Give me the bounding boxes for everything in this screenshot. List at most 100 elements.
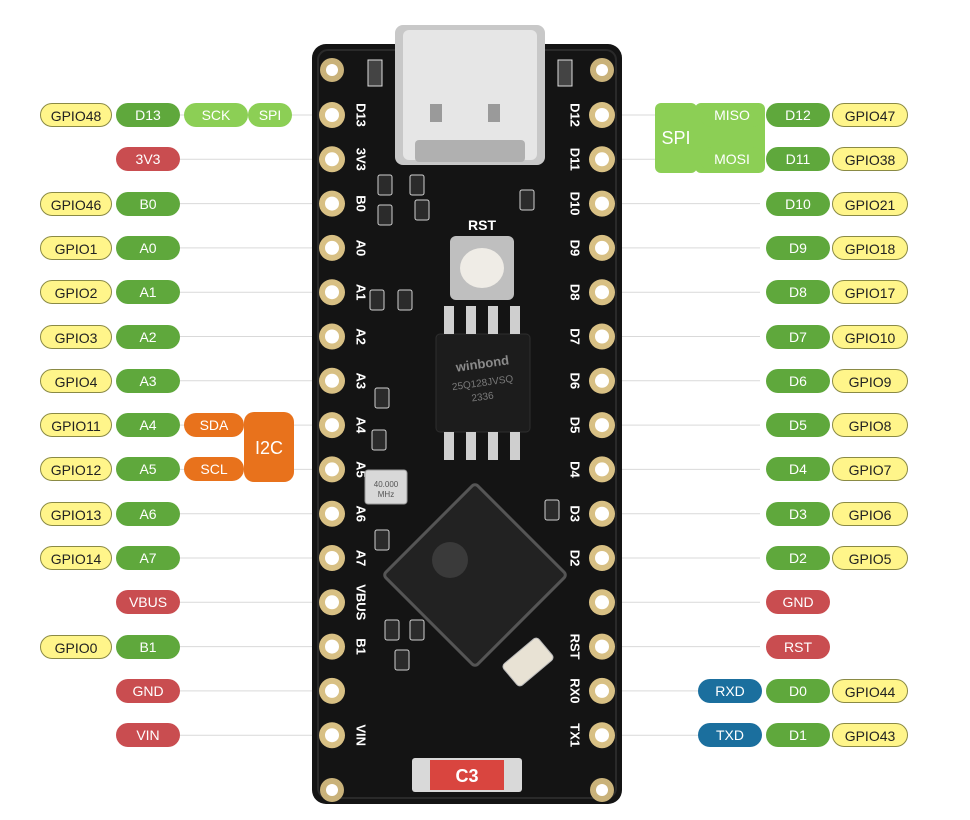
pin-digital-label: A3	[116, 368, 180, 393]
pin-gpio-label: GPIO4	[40, 368, 112, 393]
reset-button	[460, 248, 504, 288]
silk-label-right: D6	[568, 372, 583, 389]
pin-digital-label: D0	[766, 678, 830, 703]
flash-pin	[510, 432, 520, 460]
header-pad-hole	[595, 728, 609, 743]
flash-pin	[466, 306, 476, 334]
pin-digital-label: D10	[766, 191, 830, 216]
pin-digital-label: D9	[766, 235, 830, 260]
spi-group-label: SPI	[661, 128, 690, 148]
flash-chip	[435, 333, 531, 433]
header-pad-hole	[595, 639, 609, 654]
silk-label-left: A6	[354, 505, 369, 522]
header-pad-hole	[325, 373, 339, 388]
pin-digital-label: B1	[116, 634, 180, 659]
flash-code: 2336	[471, 390, 495, 404]
header-pad-hole	[595, 506, 609, 521]
silk-label-left: VIN	[354, 724, 369, 746]
smd-component	[409, 619, 425, 641]
header-pad-hole	[325, 462, 339, 477]
header-pad-hole	[595, 462, 609, 477]
espressif-logo	[432, 542, 468, 578]
flash-pin	[488, 432, 498, 460]
pin-power-label: GND	[116, 678, 180, 703]
silk-label-left: 3V3	[354, 148, 369, 171]
pin-gpio-label: GPIO5	[832, 546, 908, 570]
led	[557, 59, 573, 87]
header-pad-hole	[325, 196, 339, 211]
pin-digital-label: D8	[766, 280, 830, 305]
header-pad-hole	[325, 683, 339, 698]
silk-label-left: A1	[354, 284, 369, 301]
pin-digital-label: A7	[116, 546, 180, 570]
pin-digital-label: D2	[766, 546, 830, 570]
header-pad-hole	[595, 683, 609, 698]
silk-label-left: A7	[354, 550, 369, 567]
pin-digital-label: D4	[766, 457, 830, 482]
pin-gpio-label: GPIO21	[832, 191, 908, 216]
header-pad-hole	[325, 285, 339, 300]
silk-label-right: D4	[568, 461, 583, 478]
header-pad-hole	[595, 240, 609, 255]
mounting-hole-center	[326, 784, 338, 796]
pin-power-label: GND	[766, 590, 830, 615]
header-pad-hole	[595, 152, 609, 167]
pin-gpio-label: GPIO3	[40, 324, 112, 349]
pin-digital-label: B0	[116, 191, 180, 216]
esp32-chip	[383, 483, 567, 667]
silk-label-right: D9	[568, 240, 583, 257]
smd-component	[384, 619, 400, 641]
header-pad-hole	[325, 152, 339, 167]
header-pad-hole	[325, 329, 339, 344]
flash-pin	[466, 432, 476, 460]
spi-group-right	[655, 103, 697, 173]
pin-gpio-label: GPIO38	[832, 147, 908, 172]
smd-component	[394, 649, 410, 671]
pin-spi-label: SCK	[184, 103, 248, 127]
flash-pin	[444, 432, 454, 460]
pin-digital-label: D13	[116, 103, 180, 127]
smd-component	[374, 529, 390, 551]
header-pad-hole	[325, 595, 339, 610]
header-pad-hole	[595, 329, 609, 344]
pin-gpio-label: GPIO0	[40, 634, 112, 659]
pin-gpio-label: GPIO1	[40, 235, 112, 260]
flash-pin	[488, 306, 498, 334]
pin-uart-label: TXD	[698, 723, 762, 748]
pin-gpio-label: GPIO12	[40, 457, 112, 482]
pin-gpio-label: GPIO7	[832, 457, 908, 482]
logo-label: C3	[455, 766, 478, 786]
pin-i2c-label: SCL	[184, 457, 244, 482]
pin-gpio-label: GPIO6	[832, 501, 908, 526]
header-pad-hole	[325, 728, 339, 743]
silk-label-left: A0	[354, 240, 369, 257]
header-pad-hole	[595, 595, 609, 610]
pin-spi-label: MOSI	[700, 147, 764, 172]
pin-digital-label: A5	[116, 457, 180, 482]
pin-digital-label: D11	[766, 147, 830, 172]
pin-digital-label: D7	[766, 324, 830, 349]
smd-component	[377, 174, 393, 196]
pin-gpio-label: GPIO13	[40, 501, 112, 526]
rtc-crystal	[502, 637, 554, 687]
smd-component	[369, 289, 385, 311]
silk-label-right: D10	[568, 192, 583, 216]
mounting-hole-center	[326, 64, 338, 76]
smd-component	[397, 289, 413, 311]
pin-gpio-label: GPIO48	[40, 103, 112, 127]
pin-digital-label: D1	[766, 723, 830, 748]
pin-digital-label: D3	[766, 501, 830, 526]
pin-gpio-label: GPIO43	[832, 723, 908, 748]
pin-uart-label: RXD	[698, 678, 762, 703]
silk-label-right: D7	[568, 328, 583, 345]
crystal-label: 40.000	[374, 480, 399, 489]
flash-pin	[510, 306, 520, 334]
silk-label-right: D12	[568, 103, 583, 127]
silk-label-left: B1	[354, 638, 369, 655]
silk-label-left: D13	[354, 103, 369, 127]
silk-label-left: A2	[354, 328, 369, 345]
smd-component	[409, 174, 425, 196]
smd-component	[519, 189, 535, 211]
i2c-group	[244, 412, 294, 482]
